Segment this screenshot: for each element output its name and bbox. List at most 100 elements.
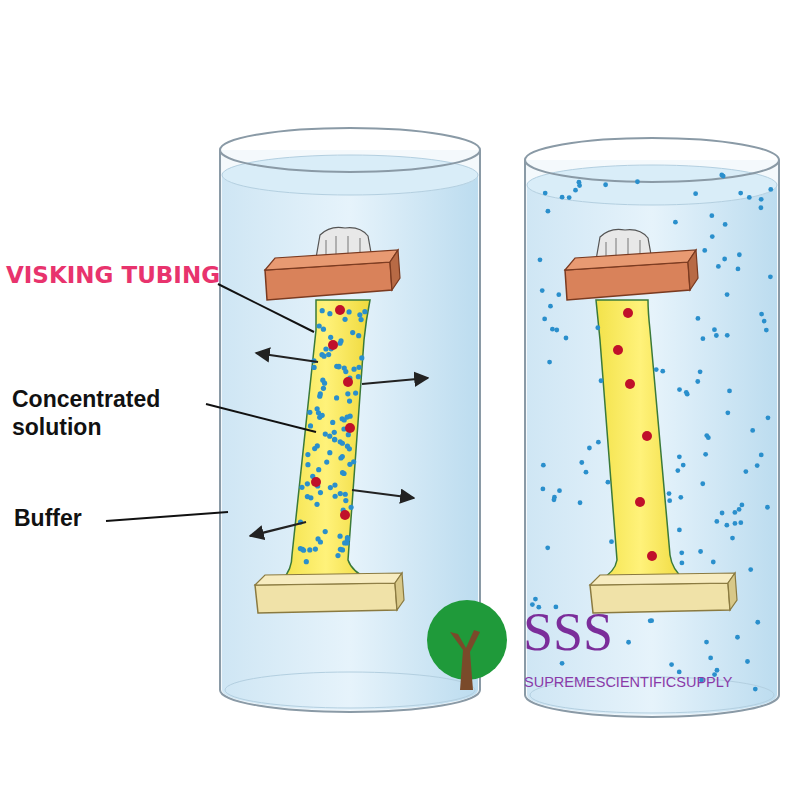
diffusion-arrows [250, 353, 428, 536]
particle [710, 234, 715, 239]
watermark: SUPREMESCIENTIFICSUPPLY [524, 674, 732, 691]
particle [758, 205, 763, 210]
particle [351, 367, 356, 372]
particle [667, 491, 672, 496]
particle [327, 311, 332, 316]
particle [567, 195, 572, 200]
particle [323, 529, 328, 534]
particle [548, 304, 553, 309]
particle [667, 498, 672, 503]
particle [766, 415, 771, 420]
particle [318, 490, 323, 495]
particle [545, 545, 550, 550]
particle [321, 327, 326, 332]
particle [538, 257, 543, 262]
particle [764, 328, 769, 333]
particle [324, 460, 329, 465]
particle [557, 488, 562, 493]
particle [642, 431, 652, 441]
particle [307, 547, 312, 552]
particle [308, 423, 313, 428]
particle [323, 431, 328, 436]
particle [338, 491, 343, 496]
particle [735, 635, 740, 640]
particle [732, 510, 737, 515]
particle [635, 179, 640, 184]
particle [609, 539, 614, 544]
particle [326, 352, 331, 357]
particle [335, 553, 340, 558]
particle [343, 492, 348, 497]
particle [648, 618, 653, 623]
particle [317, 323, 322, 328]
particle [304, 559, 309, 564]
particle [356, 333, 361, 338]
particle [698, 549, 703, 554]
particle [359, 355, 364, 360]
particle [625, 379, 635, 389]
particle [328, 340, 338, 350]
particle [340, 470, 345, 475]
particle [736, 267, 741, 272]
particle [305, 494, 310, 499]
particle [720, 511, 725, 516]
particle [320, 308, 325, 313]
particle [725, 333, 730, 338]
particle [750, 428, 755, 433]
particle [334, 364, 339, 369]
particle [356, 374, 361, 379]
particle [681, 463, 686, 468]
particle [747, 195, 752, 200]
particle [577, 180, 582, 185]
particle [573, 188, 578, 193]
particle [677, 387, 682, 392]
particle [748, 567, 753, 572]
particle [714, 333, 719, 338]
particle [677, 454, 682, 459]
particle [356, 365, 361, 370]
particle [552, 497, 557, 502]
particle [727, 389, 732, 394]
particle [338, 547, 343, 552]
particle [660, 369, 665, 374]
particle [358, 317, 363, 322]
particle [332, 430, 337, 435]
particle [342, 540, 347, 545]
particle [753, 687, 758, 692]
particle [321, 386, 326, 391]
particle [716, 264, 721, 269]
particle [725, 410, 730, 415]
particle [335, 305, 345, 315]
particle [603, 182, 608, 187]
particle [578, 500, 583, 505]
particle [311, 477, 321, 487]
particle [351, 459, 356, 464]
particle [711, 560, 716, 565]
particle [768, 274, 773, 279]
particle [737, 507, 742, 512]
particle [550, 327, 555, 332]
particle [759, 197, 764, 202]
particle [345, 423, 355, 433]
particle [768, 187, 773, 192]
particle [348, 505, 353, 510]
particle [623, 308, 633, 318]
particle [579, 460, 584, 465]
particle [595, 325, 600, 330]
part-label: VISKING TUBING [6, 262, 220, 290]
particle [584, 470, 589, 475]
particle [332, 437, 337, 442]
particle [315, 536, 320, 541]
particle [708, 656, 713, 661]
particle [301, 548, 306, 553]
particle [546, 209, 551, 214]
particle [320, 378, 325, 383]
particle [316, 410, 321, 415]
particle [317, 394, 322, 399]
particle [606, 480, 611, 485]
particle [342, 317, 347, 322]
particle [343, 498, 348, 503]
particle [684, 390, 689, 395]
particle [332, 482, 337, 487]
particle [715, 668, 720, 673]
